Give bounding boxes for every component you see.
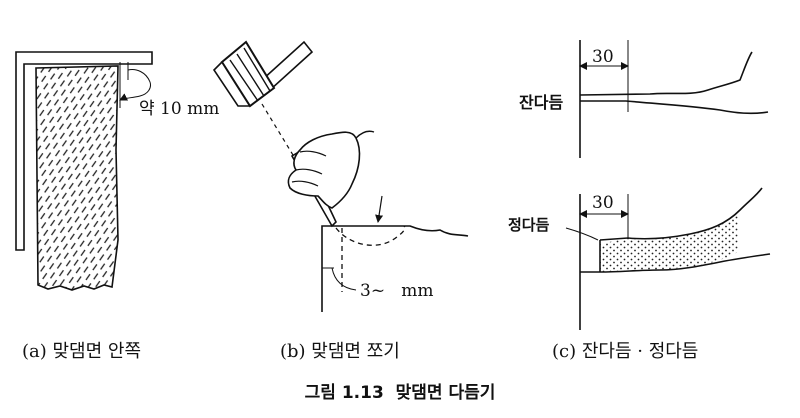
dotted-region xyxy=(600,212,738,272)
panel-a-label: (a) 맞댐면 안쪽 xyxy=(22,341,141,362)
hammer-icon xyxy=(212,40,314,108)
panel-b-label: (b) 맞댐면 쪼기 xyxy=(280,341,400,362)
stone-body xyxy=(35,65,119,291)
panel-c-top-dimension: 30 xyxy=(592,47,614,67)
figure-caption: 그림 1.13 맞댐면 다듬기 xyxy=(305,383,496,403)
panel-c-label: (c) 잔다듬 · 정다듬 xyxy=(552,341,698,362)
stone-block xyxy=(321,225,469,312)
panel-a-dimension: 약 10 mm xyxy=(139,99,219,119)
panel-a-drawing: 약 10 mm xyxy=(15,51,219,291)
frame-outline xyxy=(15,51,153,251)
panel-c-top-drawing: 30 잔다듬 xyxy=(519,40,769,158)
panel-c-bottom-label: 정다듬 xyxy=(508,216,550,234)
panel-b-dimension: 3~ mm xyxy=(360,281,434,301)
panel-c-bottom-dimension: 30 xyxy=(592,193,614,213)
panel-b-drawing: 3~ mm xyxy=(212,40,469,312)
hand-icon xyxy=(287,131,361,209)
panel-c-bottom-drawing: 30 정다듬 xyxy=(508,187,771,330)
panel-c-top-label: 잔다듬 xyxy=(519,93,563,112)
